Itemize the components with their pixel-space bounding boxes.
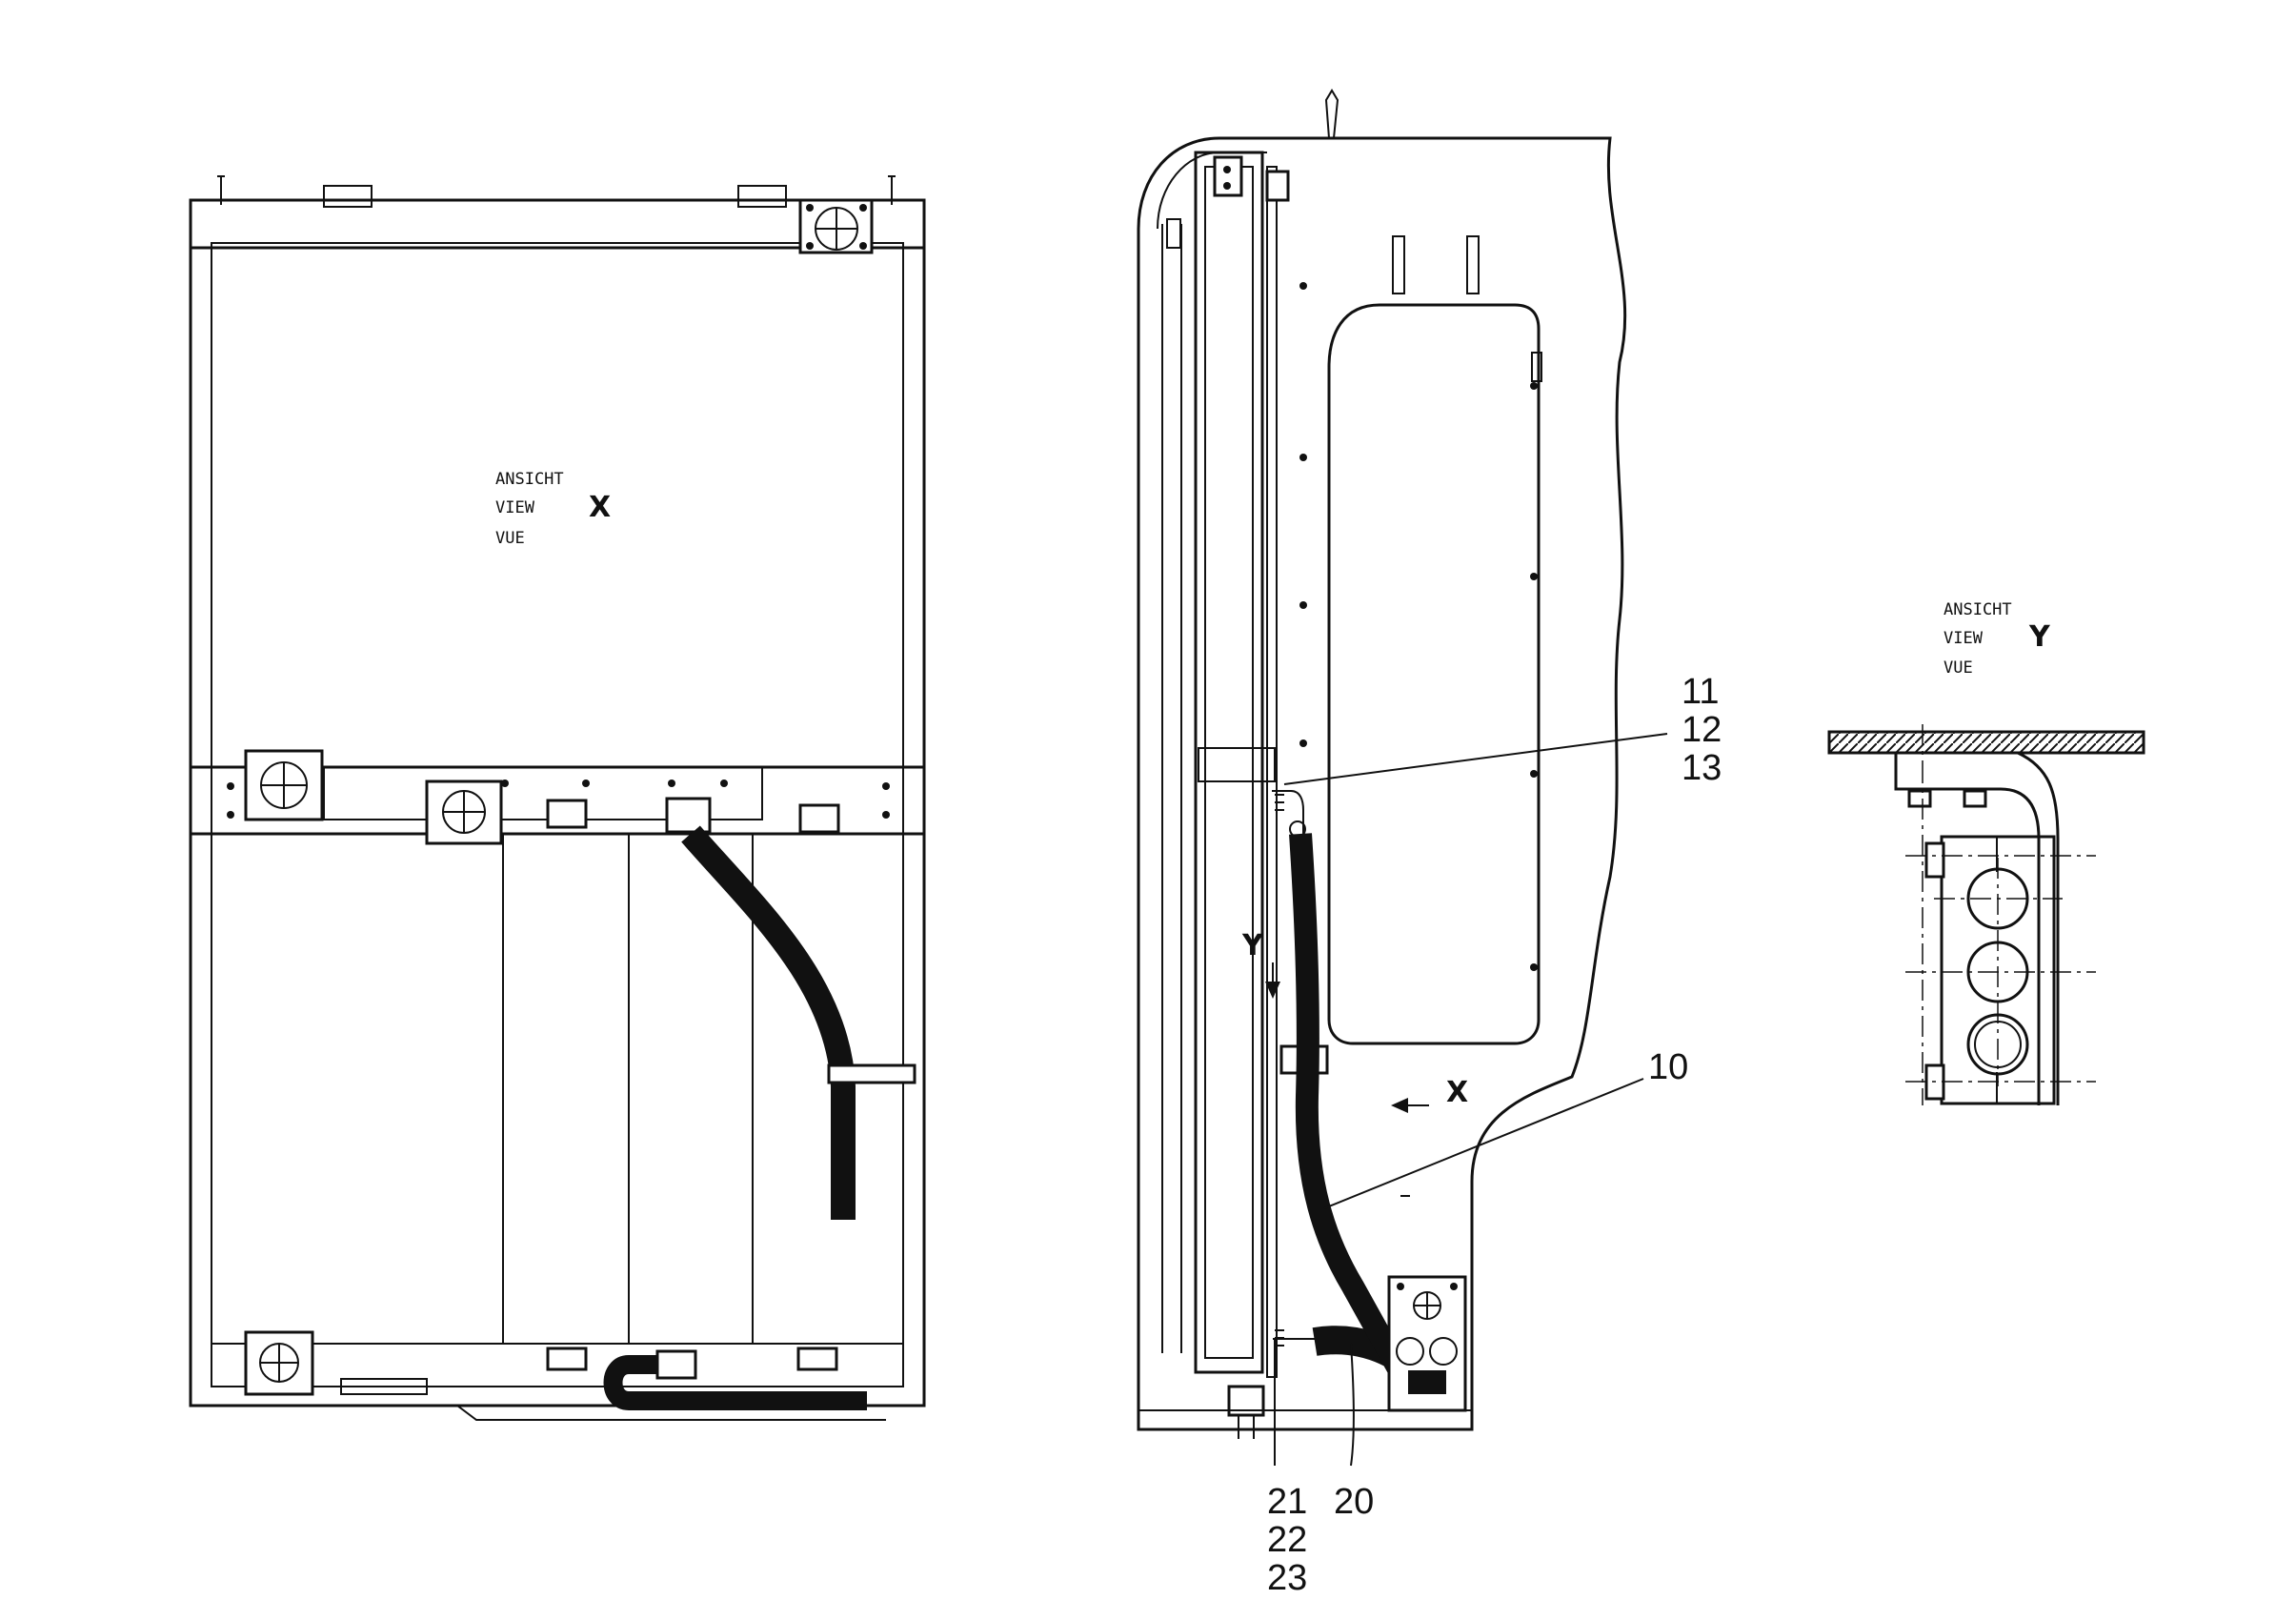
callout-numbers: 11 12 13 10 20 21 22 23 <box>1267 672 1722 1598</box>
side-view-drawing <box>1137 89 1627 1439</box>
view-x-line-vue: VUE <box>495 529 525 548</box>
view-x-arrow: X <box>1391 1076 1468 1113</box>
view-y-arrow: Y <box>1241 929 1280 999</box>
view-y-letter: Y <box>2028 620 2051 654</box>
view-x-line-ansicht: ANSICHT <box>495 470 564 489</box>
callout-23: 23 <box>1267 1558 1307 1598</box>
view-y-label: ANSICHT VIEW VUE Y <box>1944 600 2051 678</box>
leader-lines <box>1274 733 1668 1467</box>
callout-11: 11 <box>1682 672 1719 712</box>
view-y-line-view: VIEW <box>1944 629 1984 648</box>
callout-22: 22 <box>1267 1520 1307 1560</box>
callout-10: 10 <box>1648 1047 1688 1087</box>
view-x-line-view: VIEW <box>495 498 535 517</box>
view-x-label: ANSICHT VIEW VUE X <box>495 470 611 548</box>
view-x-arrow-label: X <box>1446 1076 1468 1109</box>
callout-21: 21 <box>1267 1482 1307 1522</box>
view-y-line-ansicht: ANSICHT <box>1944 600 2012 619</box>
view-y-arrow-label: Y <box>1241 929 1264 962</box>
callout-12: 12 <box>1682 710 1722 750</box>
callout-20: 20 <box>1334 1482 1374 1522</box>
view-y-clamp-drawing <box>1827 724 2145 1105</box>
view-x-letter: X <box>589 491 611 524</box>
view-x-frame-drawing <box>189 175 926 1421</box>
view-y-line-vue: VUE <box>1944 658 1973 678</box>
callout-13: 13 <box>1682 748 1722 788</box>
